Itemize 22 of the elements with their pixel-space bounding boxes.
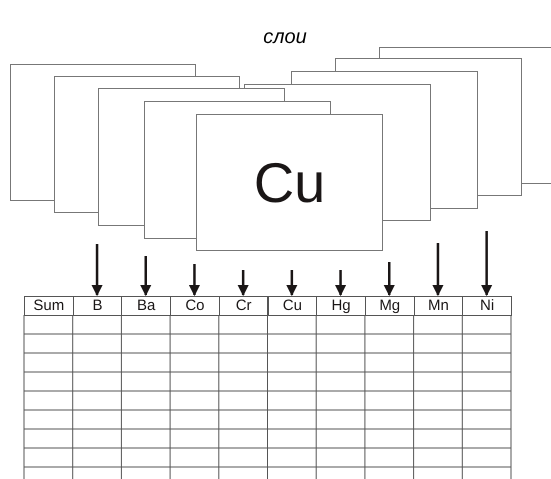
arrow [432,243,444,296]
arrow [286,270,298,296]
arrow [384,262,395,296]
column-header: Hg [316,296,366,316]
column-header: Mg [364,296,415,316]
arrow [238,270,249,296]
column-header: B [72,296,122,316]
column-header: Co [170,296,220,316]
column-header: Cu [268,296,318,316]
column-header: Ni [462,296,512,316]
column-header: Cr [218,296,268,316]
layer-label: Cu [254,154,326,210]
diagram-title: слои [262,26,308,49]
column-header: Ba [121,296,172,316]
arrow [481,231,492,296]
arrow [140,256,152,296]
arrow [188,264,200,296]
arrow [334,270,346,296]
arrow [91,244,103,296]
column-header: Sum [24,296,74,316]
column-header: Mn [414,296,464,316]
layer-sheet [196,114,383,251]
